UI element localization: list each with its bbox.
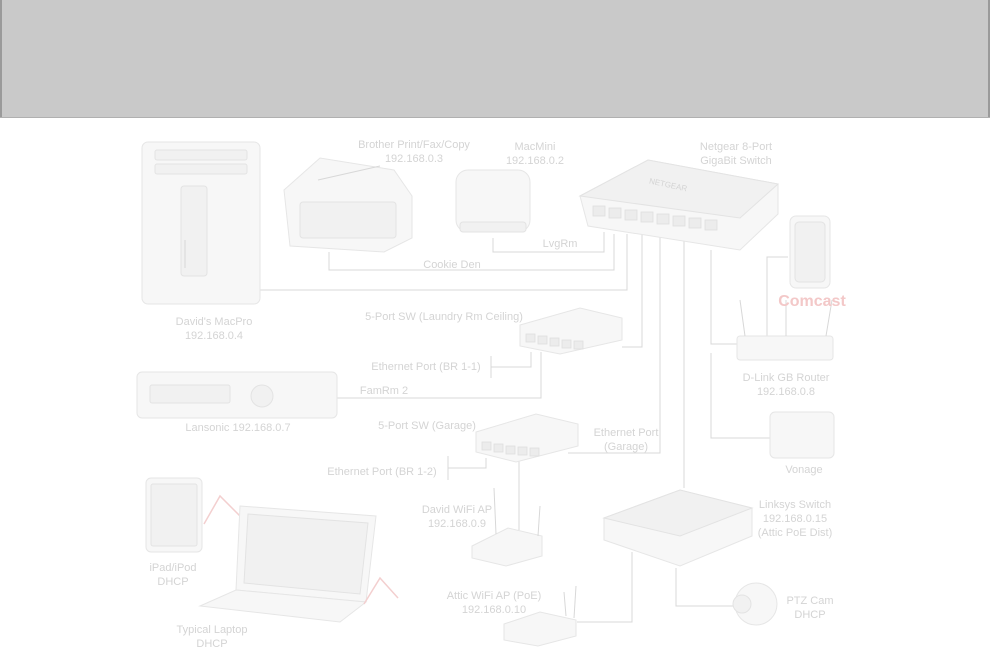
linksys-label-3: (Attic PoE Dist) [758,527,833,539]
netgear-label-1: Netgear 8-Port [700,141,772,153]
macpro-name-label: David's MacPro [176,316,253,328]
vonage-label: Vonage [785,464,822,476]
laptop-label-2: DHCP [196,638,227,650]
ptz-camera [732,582,778,626]
attic-ap-ip-label: 192.168.0.10 [462,604,526,616]
wire-linksys-attic [577,552,633,623]
wire-famrm2 [336,352,542,399]
laundry-switch-label: 5-Port SW (Laundry Rm Ceiling) [365,311,523,323]
wires [260,232,788,623]
dlink-name-label: D-Link GB Router [743,372,830,384]
wire-laundry-switch [622,234,643,348]
david-ap-ip-label: 192.168.0.9 [428,518,486,530]
macpro-ip-label: 192.168.0.4 [185,330,243,342]
laptop-label-1: Typical Laptop [177,624,248,636]
wire-router-vonage [710,353,772,439]
famrm2-label: FamRm 2 [360,385,408,397]
wire-macmini-switch [492,232,605,253]
linksys-label-1: Linksys Switch [759,499,831,511]
eth-garage-label-2: (Garage) [604,441,648,453]
ipad-label-2: DHCP [157,576,188,588]
macmini-name-label: MacMini [515,141,556,153]
lvgrm-label: LvgRm [543,238,578,250]
garage-switch [475,413,579,463]
ipad-label-1: iPad/iPod [149,562,196,574]
macpro-tower [141,141,261,305]
wire-brother-switch [328,234,615,271]
wire-garage-port [568,236,661,454]
attic-ap-name-label: Attic WiFi AP (PoE) [447,590,542,602]
brother-ip-label: 192.168.0.3 [385,153,443,165]
wire-macpro-switch [260,234,628,291]
eth-garage-label-1: Ethernet Port [594,427,659,439]
dlink-ip-label: 192.168.0.8 [757,386,815,398]
laundry-switch [519,307,623,355]
wire-switch-router [710,250,737,345]
ptz-label-1: PTZ Cam [786,595,833,607]
comcast-label: Comcast [778,293,846,310]
lansonic-box [136,371,338,419]
macmini-ip-label: 192.168.0.2 [506,155,564,167]
labels: Brother Print/Fax/Copy 192.168.0.3 MacMi… [149,139,846,650]
wire-br12 [448,458,487,469]
linksys-label-2: 192.168.0.15 [763,513,827,525]
brother-name-label: Brother Print/Fax/Copy [358,139,470,151]
header-bar [0,0,990,118]
wire-br11 [491,352,532,368]
lansonic-label: Lansonic 192.168.0.7 [185,422,290,434]
david-wifi-ap [471,487,543,567]
garage-switch-label: 5-Port SW (Garage) [378,420,476,432]
comcast-modem [789,215,831,289]
wire-linksys-ptz [675,568,735,607]
linksys-switch [602,489,754,567]
wire-comcast-router [766,256,788,338]
ptz-label-2: DHCP [794,609,825,621]
attic-wifi-ap [503,585,577,647]
vonage-box [769,411,835,459]
netgear-switch: NETGEAR [578,159,780,251]
ipad [145,477,241,553]
david-ap-name-label: David WiFi AP [422,504,492,516]
eth-br12-label: Ethernet Port (BR 1-2) [327,466,436,478]
laptop [198,505,399,623]
netgear-label-2: GigaBit Switch [700,155,772,167]
brother-printer [283,157,413,253]
eth-br11-label: Ethernet Port (BR 1-1) [371,361,480,373]
macmini [455,169,531,233]
cookie-den-label: Cookie Den [423,259,480,271]
dlink-router [736,299,834,361]
